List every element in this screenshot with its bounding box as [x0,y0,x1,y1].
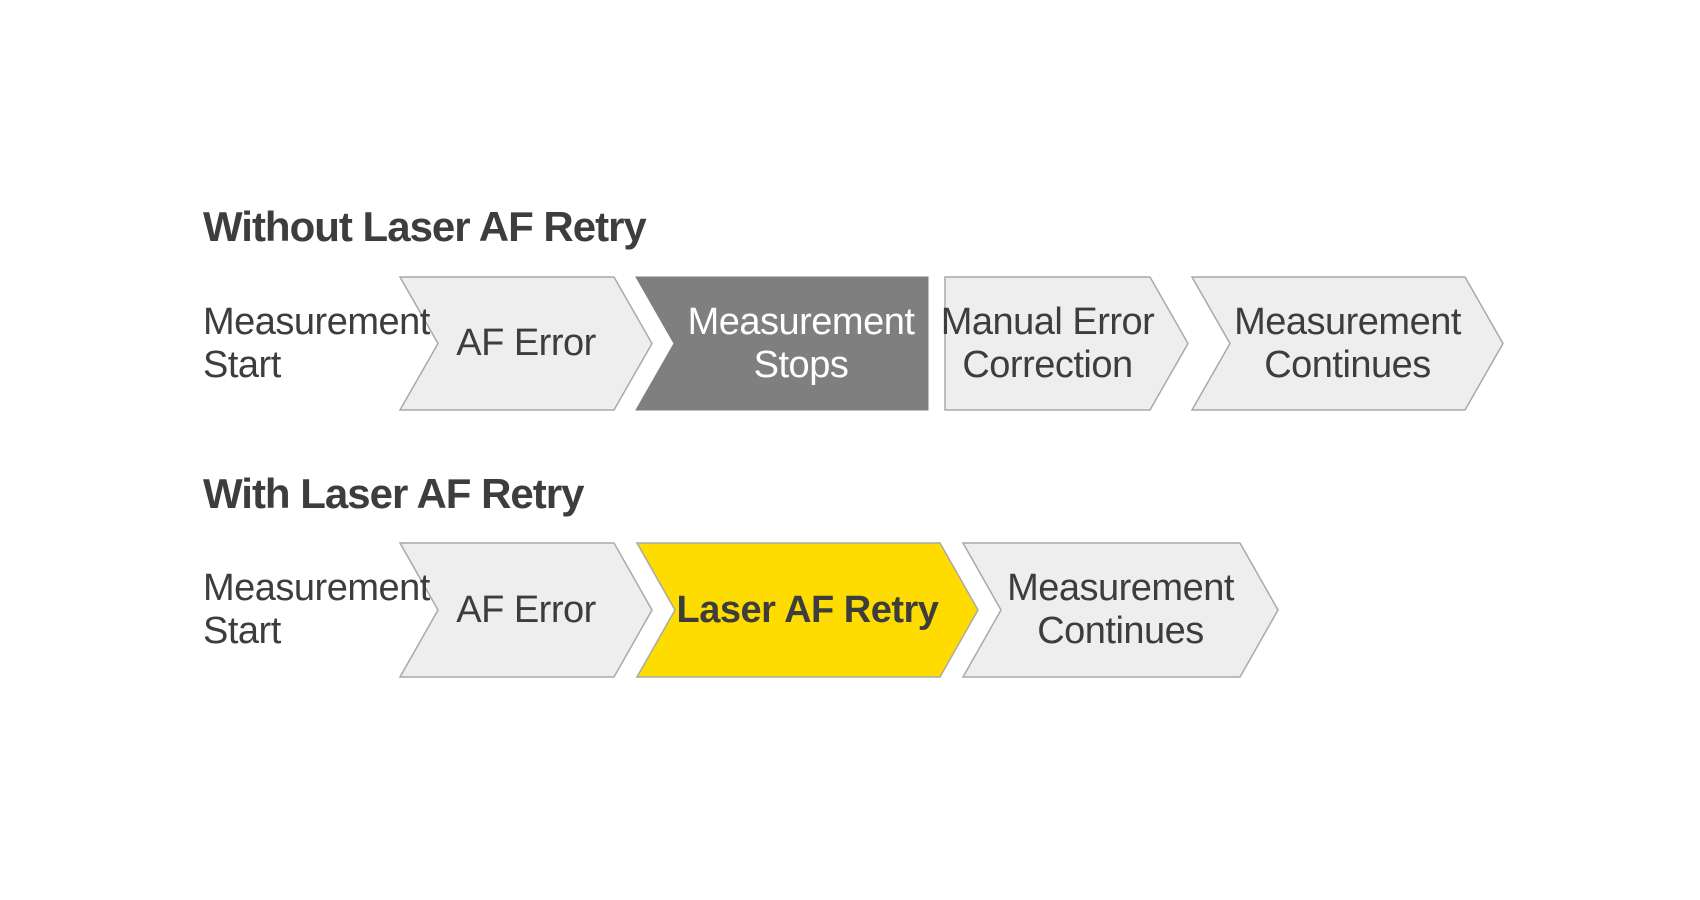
step-label-measurement-continues-row1: Measurement Continues [1230,277,1465,410]
section-title-without-retry: Without Laser AF Retry [203,203,647,250]
step-label-line: Measurement [687,300,915,343]
start-label-row2: Measurement Start [203,543,430,677]
step-label-line: Measurement [1007,567,1234,609]
chevron-laser-af-retry [635,542,979,678]
step-label-line: Continues [1037,610,1204,652]
step-label-af-error-row1: AF Error [438,277,614,410]
start-label-line: Start [203,343,281,386]
start-label-line: Measurement [203,567,430,609]
start-label-line: Measurement [203,300,430,343]
chevron-measurement-continues-row1 [1190,276,1504,411]
chevron-manual-error-correction [944,276,1189,411]
step-label-line: Continues [1264,343,1431,386]
step-label-measurement-stops: Measurement Stops [674,277,928,410]
step-label-line: AF Error [456,322,596,364]
step-label-af-error-row2: AF Error [438,543,614,677]
step-label-manual-error-correction: Manual Error Correction [941,277,1155,410]
chevron-measurement-stops [635,276,929,411]
step-label-line: Manual Error [940,300,1155,343]
step-label-line: Correction [962,343,1133,386]
step-label-measurement-continues-row2: Measurement Continues [1001,543,1240,677]
step-label-line: Laser AF Retry [676,588,939,631]
step-label-laser-af-retry: Laser AF Retry [675,543,940,677]
step-label-line: Stops [753,343,849,386]
step-label-line: Measurement [1234,300,1461,343]
start-label-row1: Measurement Start [203,277,430,410]
chevron-measurement-continues-row2 [961,542,1279,678]
chevron-af-error-row1 [398,276,653,411]
step-label-line: AF Error [456,588,596,631]
section-title-with-retry: With Laser AF Retry [203,470,584,517]
chevron-af-error-row2 [398,542,653,678]
start-label-line: Start [203,610,281,652]
